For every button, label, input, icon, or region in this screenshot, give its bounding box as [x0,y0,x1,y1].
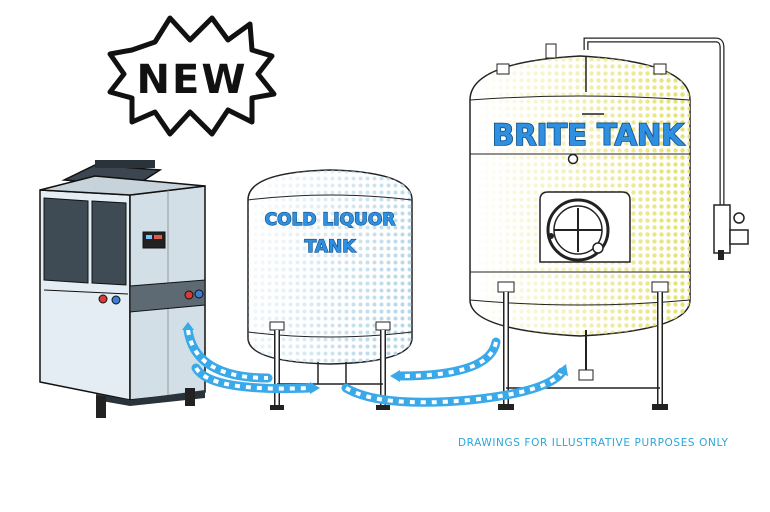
cold-liquor-tank-icon: COLD LIQUOR TANK [248,170,412,410]
disclaimer-text: DRAWINGS FOR ILLUSTRATIVE PURPOSES ONLY [458,437,729,449]
cold-tank-label-line2: TANK [305,237,357,257]
chiller-unit-icon [40,160,205,418]
new-badge-icon: NEW [110,18,274,134]
cold-tank-label-line1: COLD LIQUOR [265,210,396,230]
brite-tank-icon: BRITE TANK [470,40,748,410]
brite-tank-label: BRITE TANK [492,118,685,152]
flow-arrow-icon [400,342,496,376]
badge-text: NEW [137,57,248,103]
